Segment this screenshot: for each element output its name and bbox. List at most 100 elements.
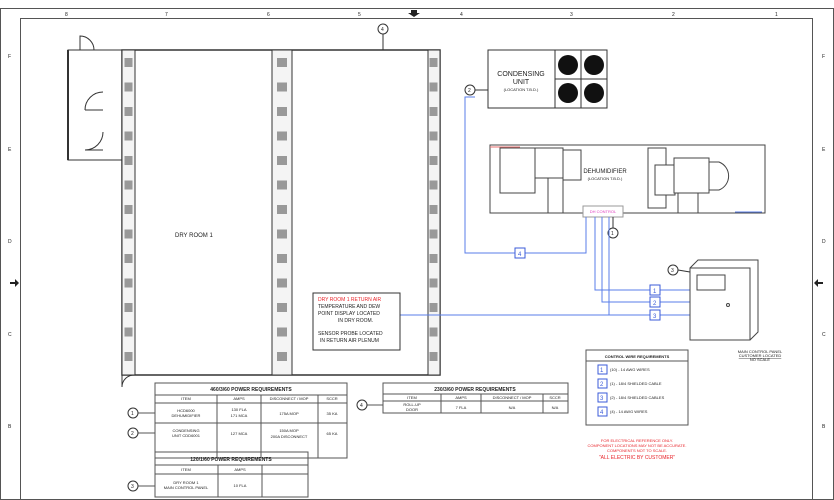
dry-room-plan [67,35,441,388]
row-label: C [8,332,12,338]
callout-number: 1 [131,411,134,417]
table-cell: 150A MOP [279,428,299,433]
table-title: 460/3/60 POWER REQUIREMENTS [210,387,292,393]
row-label: B [8,424,12,430]
wall-panel-vent-icon [429,205,438,214]
wall-panel-vent-icon [124,229,133,239]
table-header: DISCONNECT / MOP [270,396,309,401]
wall-panel-vent-icon [277,229,287,239]
fan-icon [584,55,604,75]
wire-tag-number: 2 [653,301,657,307]
table-header: AMPS [234,467,246,472]
return-air-note: DRY ROOM 1 RETURN AIR TEMPERATURE AND DE… [312,292,401,351]
wire-spec: (1) - 18/4 SHIELDED CABLE [610,381,662,386]
wire-tag-4: 4 [514,247,526,259]
row-label: D [822,239,826,245]
table-cell: N/A [552,405,559,410]
inner-border [20,18,813,500]
wall-panel-vent-icon [277,352,287,361]
callout-2-cu: 2 [464,84,488,96]
wall-panel-vent-icon [277,278,287,288]
wall-panel-vent-icon [429,254,438,263]
table-title: 120/1/60 POWER REQUIREMENTS [190,457,272,463]
wire-spec: (10) - 14 AWG WIRES [610,367,650,372]
table-cell: DRY ROOM 1 [173,480,199,485]
callout-number: 3 [131,484,134,490]
table-cell: CONDENSING [172,428,199,433]
wall-panel-vent-icon [429,327,438,337]
row-label: E [822,147,826,153]
fan-icon [558,55,578,75]
wall-panel-vent-icon [429,352,438,361]
table-460-power [138,382,348,459]
dh-subtitle: (LOCATION T.B.D.) [588,176,623,181]
wall-panel-vent-icon [277,180,287,190]
col-label: 7 [165,12,168,18]
wall-panel-vent-icon [429,107,438,116]
table-title: 230/3/60 POWER REQUIREMENTS [434,387,516,393]
arrow-icon [10,279,19,287]
row-label: D [8,239,12,245]
row-ruler: F E D C B F E D C B [8,54,826,430]
main-control-panel [689,259,759,341]
callout-number: 4 [360,403,363,409]
col-label: 2 [672,12,675,18]
table-cell: UNIT CDD6001 [172,433,201,438]
table-cell: 65 KA [327,431,338,436]
col-label: 8 [65,12,68,18]
wall-panel-vent-icon [277,58,287,67]
arrow-icon [814,279,823,287]
table-cell: 200A DISCONNECT [271,434,308,439]
table-header: SCCR [326,396,337,401]
dh-control-box: DH CONTROL [582,205,624,218]
wire-tag-number: 4 [600,410,604,416]
callout-3-table: 3 [127,480,139,492]
wall-panel-vent-icon [124,107,133,116]
table-cell: 35 KA [327,411,338,416]
electrical-notes: FOR ELECTRICAL REFERENCE ONLY. COMPONENT… [588,438,687,461]
wall-panel-vent-icon [277,131,287,141]
row-label: F [8,54,11,60]
table-cell: 127 MCA [231,431,248,436]
wall-panel-vent-icon [429,180,438,190]
wire-tag-number: 3 [653,314,657,320]
control-wires [400,96,690,316]
fan-icon [584,83,604,103]
column-ruler: 8 7 6 5 4 3 2 1 [65,10,778,18]
col-label: 3 [570,12,573,18]
table-cell: ROLL-UP [403,402,421,407]
fan-icon [558,83,578,103]
wire-tag-3: 3 [649,309,661,321]
table-cell: DEHUMIDIFIER [172,413,201,418]
wall-panel-vent-icon [124,156,133,165]
table-cell: N/A [509,405,516,410]
table-header: ITEM [407,395,417,400]
note-line: POINT DISPLAY LOCATED [318,311,380,317]
wall-panel-vent-icon [124,58,133,67]
panel-caption: MAIN CONTROL PANEL CUSTOMER LOCATED NO S… [738,349,783,362]
table-cell: MAIN CONTROL PANEL [164,485,209,490]
wire-spec: (4) - 14 AWG WIRES [610,409,648,414]
callout-number: 3 [671,268,674,274]
center-arrow-icon [408,10,420,17]
row-label: E [8,147,12,153]
wall-panel-vent-icon [429,82,438,92]
table-cell: 10 FLA [234,483,247,488]
cu-subtitle: (LOCATION T.B.D.) [504,87,539,92]
dh-control-label: DH CONTROL [590,209,617,214]
table-230-text: 230/3/60 POWER REQUIREMENTS ITEM AMPS DI… [403,387,560,412]
table-cell: 7 FLA [456,405,467,410]
note-line: COMPONENTS NOT TO SCALE. [607,448,667,453]
table-cell: HCD6000 [177,408,195,413]
wall-panel-vent-icon [124,131,133,141]
callout-4-top: 4 [377,23,389,50]
condensing-unit: CONDENSING UNIT (LOCATION T.B.D.) [487,49,608,109]
wall-panel-vent-icon [429,156,438,165]
wall-panel-vent-icon [277,107,287,116]
table-120-power [138,451,309,498]
dh-title: DEHUMIDIFIER [583,169,627,175]
wire-tag-2: 2 [649,296,661,308]
control-wire-table: CONTROL WIRE REQUIREMENTS 1 (10) - 14 AW… [585,349,689,426]
wall-panel-vent-icon [429,229,438,239]
